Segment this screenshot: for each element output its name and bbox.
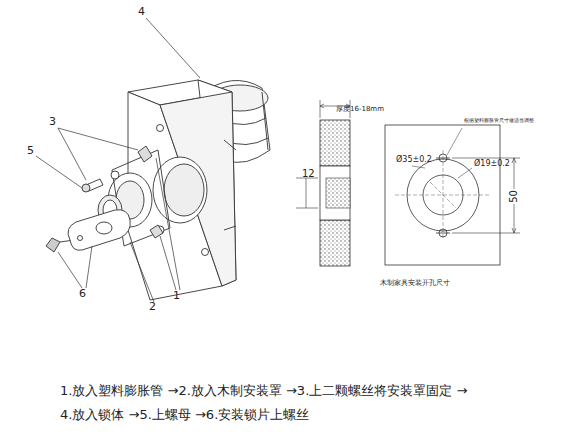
section-view — [296, 100, 350, 266]
screws-and-anchors — [46, 238, 60, 252]
callout-number: 1 — [173, 290, 180, 302]
wooden-panel — [224, 140, 236, 230]
callout-number: 6 — [79, 288, 86, 300]
caption-text: 木制家具安装开孔尺寸 — [380, 280, 450, 288]
leader-line — [156, 158, 180, 290]
note-text: 根据塑料膨胀管尺寸做适当调整 — [464, 118, 534, 124]
leader-line — [130, 242, 154, 302]
hole-layout — [452, 158, 520, 233]
wooden-panel — [157, 125, 164, 132]
section-view — [326, 178, 350, 208]
screws-and-anchors — [82, 184, 90, 192]
hole-layout — [447, 128, 462, 155]
section-view — [296, 178, 318, 208]
leader-line — [58, 246, 92, 288]
leader-line — [36, 18, 200, 302]
hole-layout — [385, 125, 520, 265]
callout-number: 3 — [49, 116, 56, 128]
lock-plate — [68, 210, 130, 251]
section-view — [320, 220, 350, 266]
wooden-panel — [164, 164, 204, 216]
wooden-panel — [153, 157, 207, 223]
screws-and-anchors — [138, 146, 152, 162]
dimension-label: Ø19±0.2 — [474, 160, 510, 169]
section-view — [320, 166, 350, 220]
dimension-label: Ø35±0.2 — [396, 156, 432, 165]
screws-and-anchors — [46, 146, 163, 252]
wooden-panel — [202, 249, 209, 256]
section-view — [320, 120, 350, 166]
leader-line — [58, 128, 138, 180]
mounting-cover — [111, 171, 119, 179]
instruction-text: 4.放入锁体 →5.上螺母 →6.安装锁片上螺丝 — [60, 408, 309, 422]
dimension-label: 50 — [507, 189, 518, 204]
callout-number: 4 — [138, 6, 145, 18]
wooden-panel — [160, 92, 236, 286]
hole-layout — [436, 158, 450, 233]
lock-plate — [96, 222, 112, 234]
callout-number: 5 — [27, 145, 34, 157]
leader-line — [36, 156, 82, 188]
lock-plate — [68, 210, 130, 251]
dimension-label: 厚度16-18mm — [336, 106, 384, 114]
hole-layout — [412, 166, 472, 178]
lock-plate — [78, 236, 83, 241]
callout-number: 2 — [149, 301, 156, 313]
dimension-label: 12 — [302, 168, 315, 179]
leader-line — [146, 18, 200, 78]
screws-and-anchors — [150, 225, 163, 238]
instruction-text: 1.放入塑料膨胀管 →2.放入木制安装罩 →3.上二颗螺丝将安装罩固定 → — [60, 384, 467, 398]
hole-layout — [385, 125, 500, 265]
